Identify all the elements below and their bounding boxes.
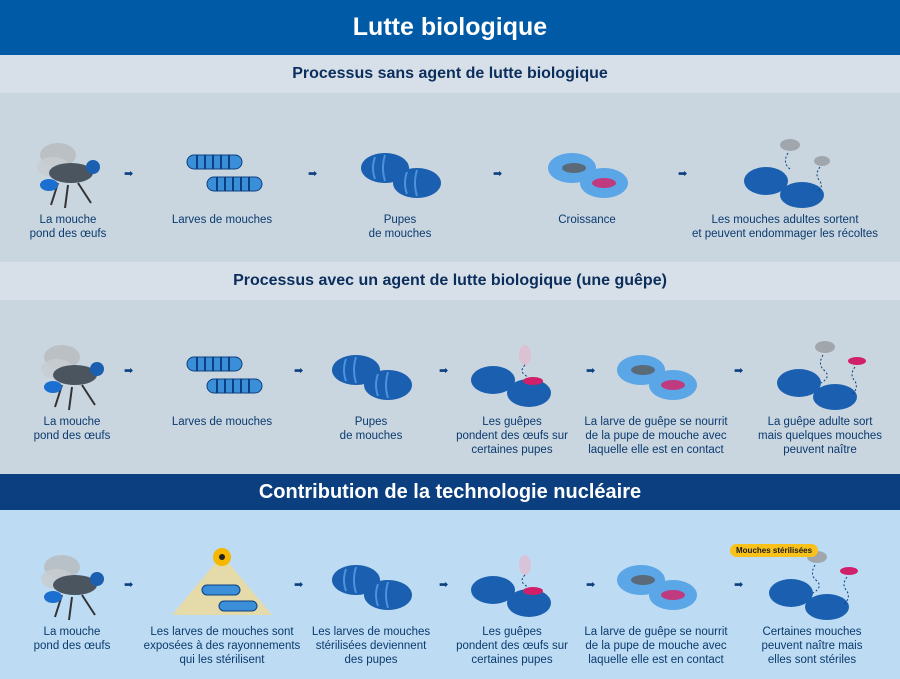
step-label: Pupes de mouches: [368, 214, 432, 240]
wasp-larva-in-pupa-icon: [601, 545, 711, 625]
arrow-icon: ➡: [124, 168, 134, 180]
step-label: Croissance: [558, 214, 616, 226]
emerging-sterile-flies-icon: [757, 545, 867, 625]
larvae-icon: [167, 133, 277, 213]
step-label: Les mouches adultes sortent et peuvent e…: [691, 214, 879, 240]
fly-icon: [17, 545, 127, 625]
step-wasp-larva-feeds: La larve de guêpe se nourrit de la pupe …: [571, 335, 741, 457]
pupae-icon: [316, 335, 426, 415]
step-label: La mouche pond des œufs: [29, 214, 107, 240]
step-fly-lays-eggs: La mouche pond des œufs: [0, 545, 157, 653]
section1-process: La mouche pond des œufs ➡ Larves de mouc…: [0, 93, 900, 262]
section3-process: La mouche pond des œufs ➡ Les larves de …: [0, 510, 900, 679]
fly-icon: [17, 335, 127, 415]
step-wasps-lay-eggs: Les guêpes pondent des œufs sur certaine…: [427, 335, 597, 457]
step-larvae: Larves de mouches: [137, 335, 307, 429]
arrow-icon: ➡: [678, 168, 688, 180]
arrow-icon: ➡: [294, 579, 304, 591]
step-label: Les larves de mouches sont exposées à de…: [143, 626, 301, 666]
step-label: La guêpe adulte sort mais quelques mouch…: [757, 416, 882, 456]
arrow-icon: ➡: [308, 168, 318, 180]
step-wasp-larva-feeds: La larve de guêpe se nourrit de la pupe …: [571, 545, 741, 667]
step-adults-emerge: Les mouches adultes sortent et peuvent e…: [685, 133, 885, 241]
step-label: Les larves de mouches stérilisées devien…: [311, 626, 431, 666]
step-larvae: Larves de mouches: [137, 133, 307, 227]
arrow-icon: ➡: [124, 579, 134, 591]
arrow-icon: ➡: [294, 365, 304, 377]
arrow-icon: ➡: [734, 579, 744, 591]
step-label: La larve de guêpe se nourrit de la pupe …: [584, 626, 728, 666]
step-growth: Croissance: [502, 133, 672, 227]
arrow-icon: ➡: [439, 579, 449, 591]
arrow-icon: ➡: [586, 365, 596, 377]
step-sterile-flies-emerge: Certaines mouches peuvent naître mais el…: [727, 545, 897, 667]
step-larvae-irradiated: Les larves de mouches sont exposées à de…: [137, 545, 307, 667]
radiation-larvae-icon: [167, 545, 277, 625]
emerging-flies-icon: [730, 133, 840, 213]
step-label: Pupes de mouches: [339, 416, 403, 442]
step-label: Les guêpes pondent des œufs sur certaine…: [456, 416, 568, 456]
section2-heading: Processus avec un agent de lutte biologi…: [0, 262, 900, 300]
larvae-icon: [167, 335, 277, 415]
step-wasp-emerges: La guêpe adulte sort mais quelques mouch…: [735, 335, 900, 457]
arrow-icon: ➡: [439, 365, 449, 377]
wasp-on-pupae-icon: [457, 545, 567, 625]
sterilized-flies-badge: Mouches stérilisées: [730, 544, 819, 557]
step-label: Certaines mouches peuvent naître mais el…: [761, 626, 863, 666]
fly-icon: [13, 133, 123, 213]
section2-process: La mouche pond des œufs ➡ Larves de mouc…: [0, 300, 900, 470]
step-label: Larves de mouches: [171, 214, 273, 226]
pupae-icon: [316, 545, 426, 625]
wasp-on-pupae-icon: [457, 335, 567, 415]
step-fly-lays-eggs: La mouche pond des œufs: [0, 133, 153, 241]
step-label: La larve de guêpe se nourrit de la pupe …: [584, 416, 728, 456]
step-label: Larves de mouches: [171, 416, 273, 428]
step-pupae: Pupes de mouches: [286, 335, 456, 443]
section3-heading: Contribution de la technologie nucléaire: [0, 472, 900, 510]
emerging-wasp-icon: [765, 335, 875, 415]
section1-heading: Processus sans agent de lutte biologique: [0, 55, 900, 93]
pupae-icon: [345, 133, 455, 213]
arrow-icon: ➡: [734, 365, 744, 377]
growing-pupae-icon: [532, 133, 642, 213]
wasp-larva-in-pupa-icon: [601, 335, 711, 415]
arrow-icon: ➡: [493, 168, 503, 180]
step-pupae: Pupes de mouches: [315, 133, 485, 241]
arrow-icon: ➡: [586, 579, 596, 591]
step-label: La mouche pond des œufs: [33, 416, 111, 442]
step-fly-lays-eggs: La mouche pond des œufs: [0, 335, 157, 443]
step-sterile-pupae: Les larves de mouches stérilisées devien…: [286, 545, 456, 667]
main-title: Lutte biologique: [0, 0, 900, 55]
step-label: Les guêpes pondent des œufs sur certaine…: [456, 626, 568, 666]
step-label: La mouche pond des œufs: [33, 626, 111, 652]
step-wasps-lay-eggs: Les guêpes pondent des œufs sur certaine…: [427, 545, 597, 667]
arrow-icon: ➡: [124, 365, 134, 377]
